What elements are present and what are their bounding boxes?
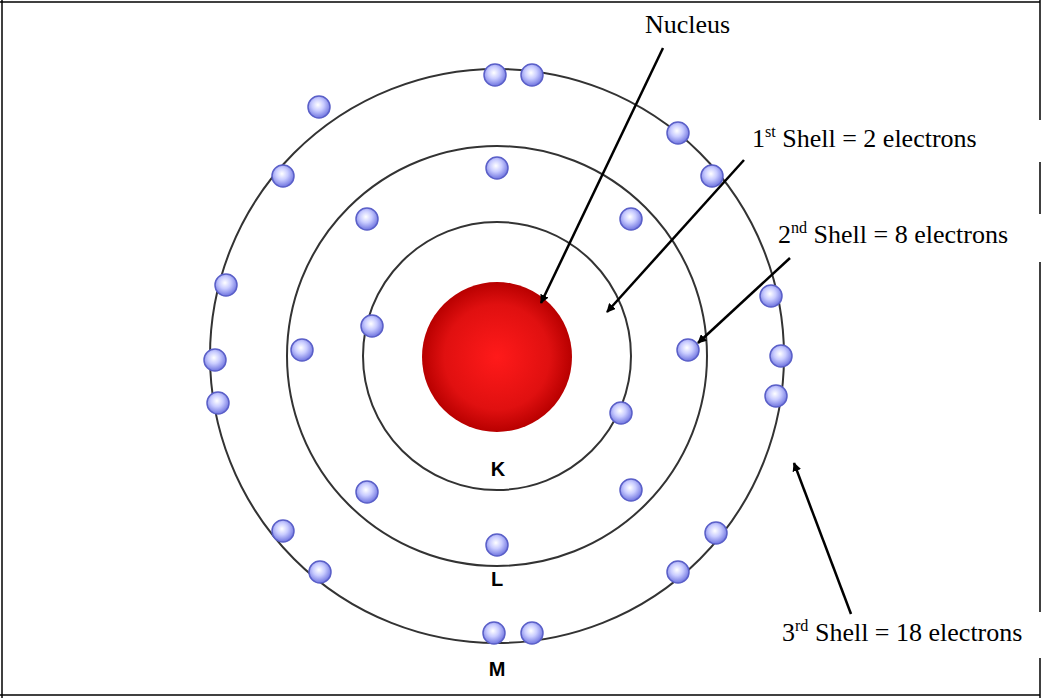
electron — [760, 285, 782, 307]
leader-arrow — [794, 463, 851, 614]
callout-label: Nucleus — [645, 10, 730, 40]
shell-letter: M — [489, 658, 506, 681]
electron — [770, 345, 792, 367]
electron — [667, 561, 689, 583]
frame-line — [0, 1, 1040, 3]
electron — [484, 64, 506, 86]
electron — [309, 561, 331, 583]
electron — [701, 165, 723, 187]
ordinal-suffix: nd — [791, 219, 807, 236]
frame-line — [1039, 262, 1041, 612]
frame-line — [1039, 162, 1041, 214]
electron — [521, 622, 543, 644]
leader-arrow — [607, 160, 744, 312]
electron — [486, 157, 508, 179]
label-rest: Shell = 8 electrons — [807, 220, 1008, 249]
electron — [272, 520, 294, 542]
ordinal-number: 2 — [778, 220, 791, 249]
electron — [291, 339, 313, 361]
electron — [677, 339, 699, 361]
ordinal-number: 1 — [752, 124, 765, 153]
electron — [521, 64, 543, 86]
electron — [620, 479, 642, 501]
shell-k — [363, 222, 631, 490]
electron — [215, 274, 237, 296]
frame-line — [1039, 0, 1041, 120]
ordinal-suffix: rd — [795, 617, 808, 634]
electron — [765, 385, 787, 407]
leader-arrow — [541, 48, 663, 303]
callout-label: 2nd Shell = 8 electrons — [778, 220, 1008, 250]
ordinal-number: 3 — [782, 618, 795, 647]
electron — [483, 622, 505, 644]
electron — [620, 208, 642, 230]
electron — [356, 481, 378, 503]
electron — [667, 122, 689, 144]
frame-line — [1, 0, 3, 698]
electron — [272, 165, 294, 187]
electron — [356, 208, 378, 230]
callout-label: 3rd Shell = 18 electrons — [782, 618, 1022, 648]
nucleus — [422, 282, 572, 432]
shell-m — [210, 69, 784, 643]
label-rest: Shell = 2 electrons — [776, 124, 977, 153]
frame-line — [0, 694, 1040, 696]
shell-letter: K — [491, 458, 505, 481]
frame-line — [1039, 658, 1041, 698]
leader-arrow — [698, 258, 790, 343]
electron — [705, 522, 727, 544]
electron — [610, 402, 632, 424]
electron — [361, 315, 383, 337]
callout-label: 1st Shell = 2 electrons — [752, 124, 977, 154]
electron — [308, 96, 330, 118]
label-rest: Shell = 18 electrons — [808, 618, 1022, 647]
electron — [486, 534, 508, 556]
electron — [204, 349, 226, 371]
shell-letter: L — [491, 568, 503, 591]
ordinal-suffix: st — [765, 123, 776, 140]
shell-l — [287, 146, 707, 566]
electron — [207, 392, 229, 414]
